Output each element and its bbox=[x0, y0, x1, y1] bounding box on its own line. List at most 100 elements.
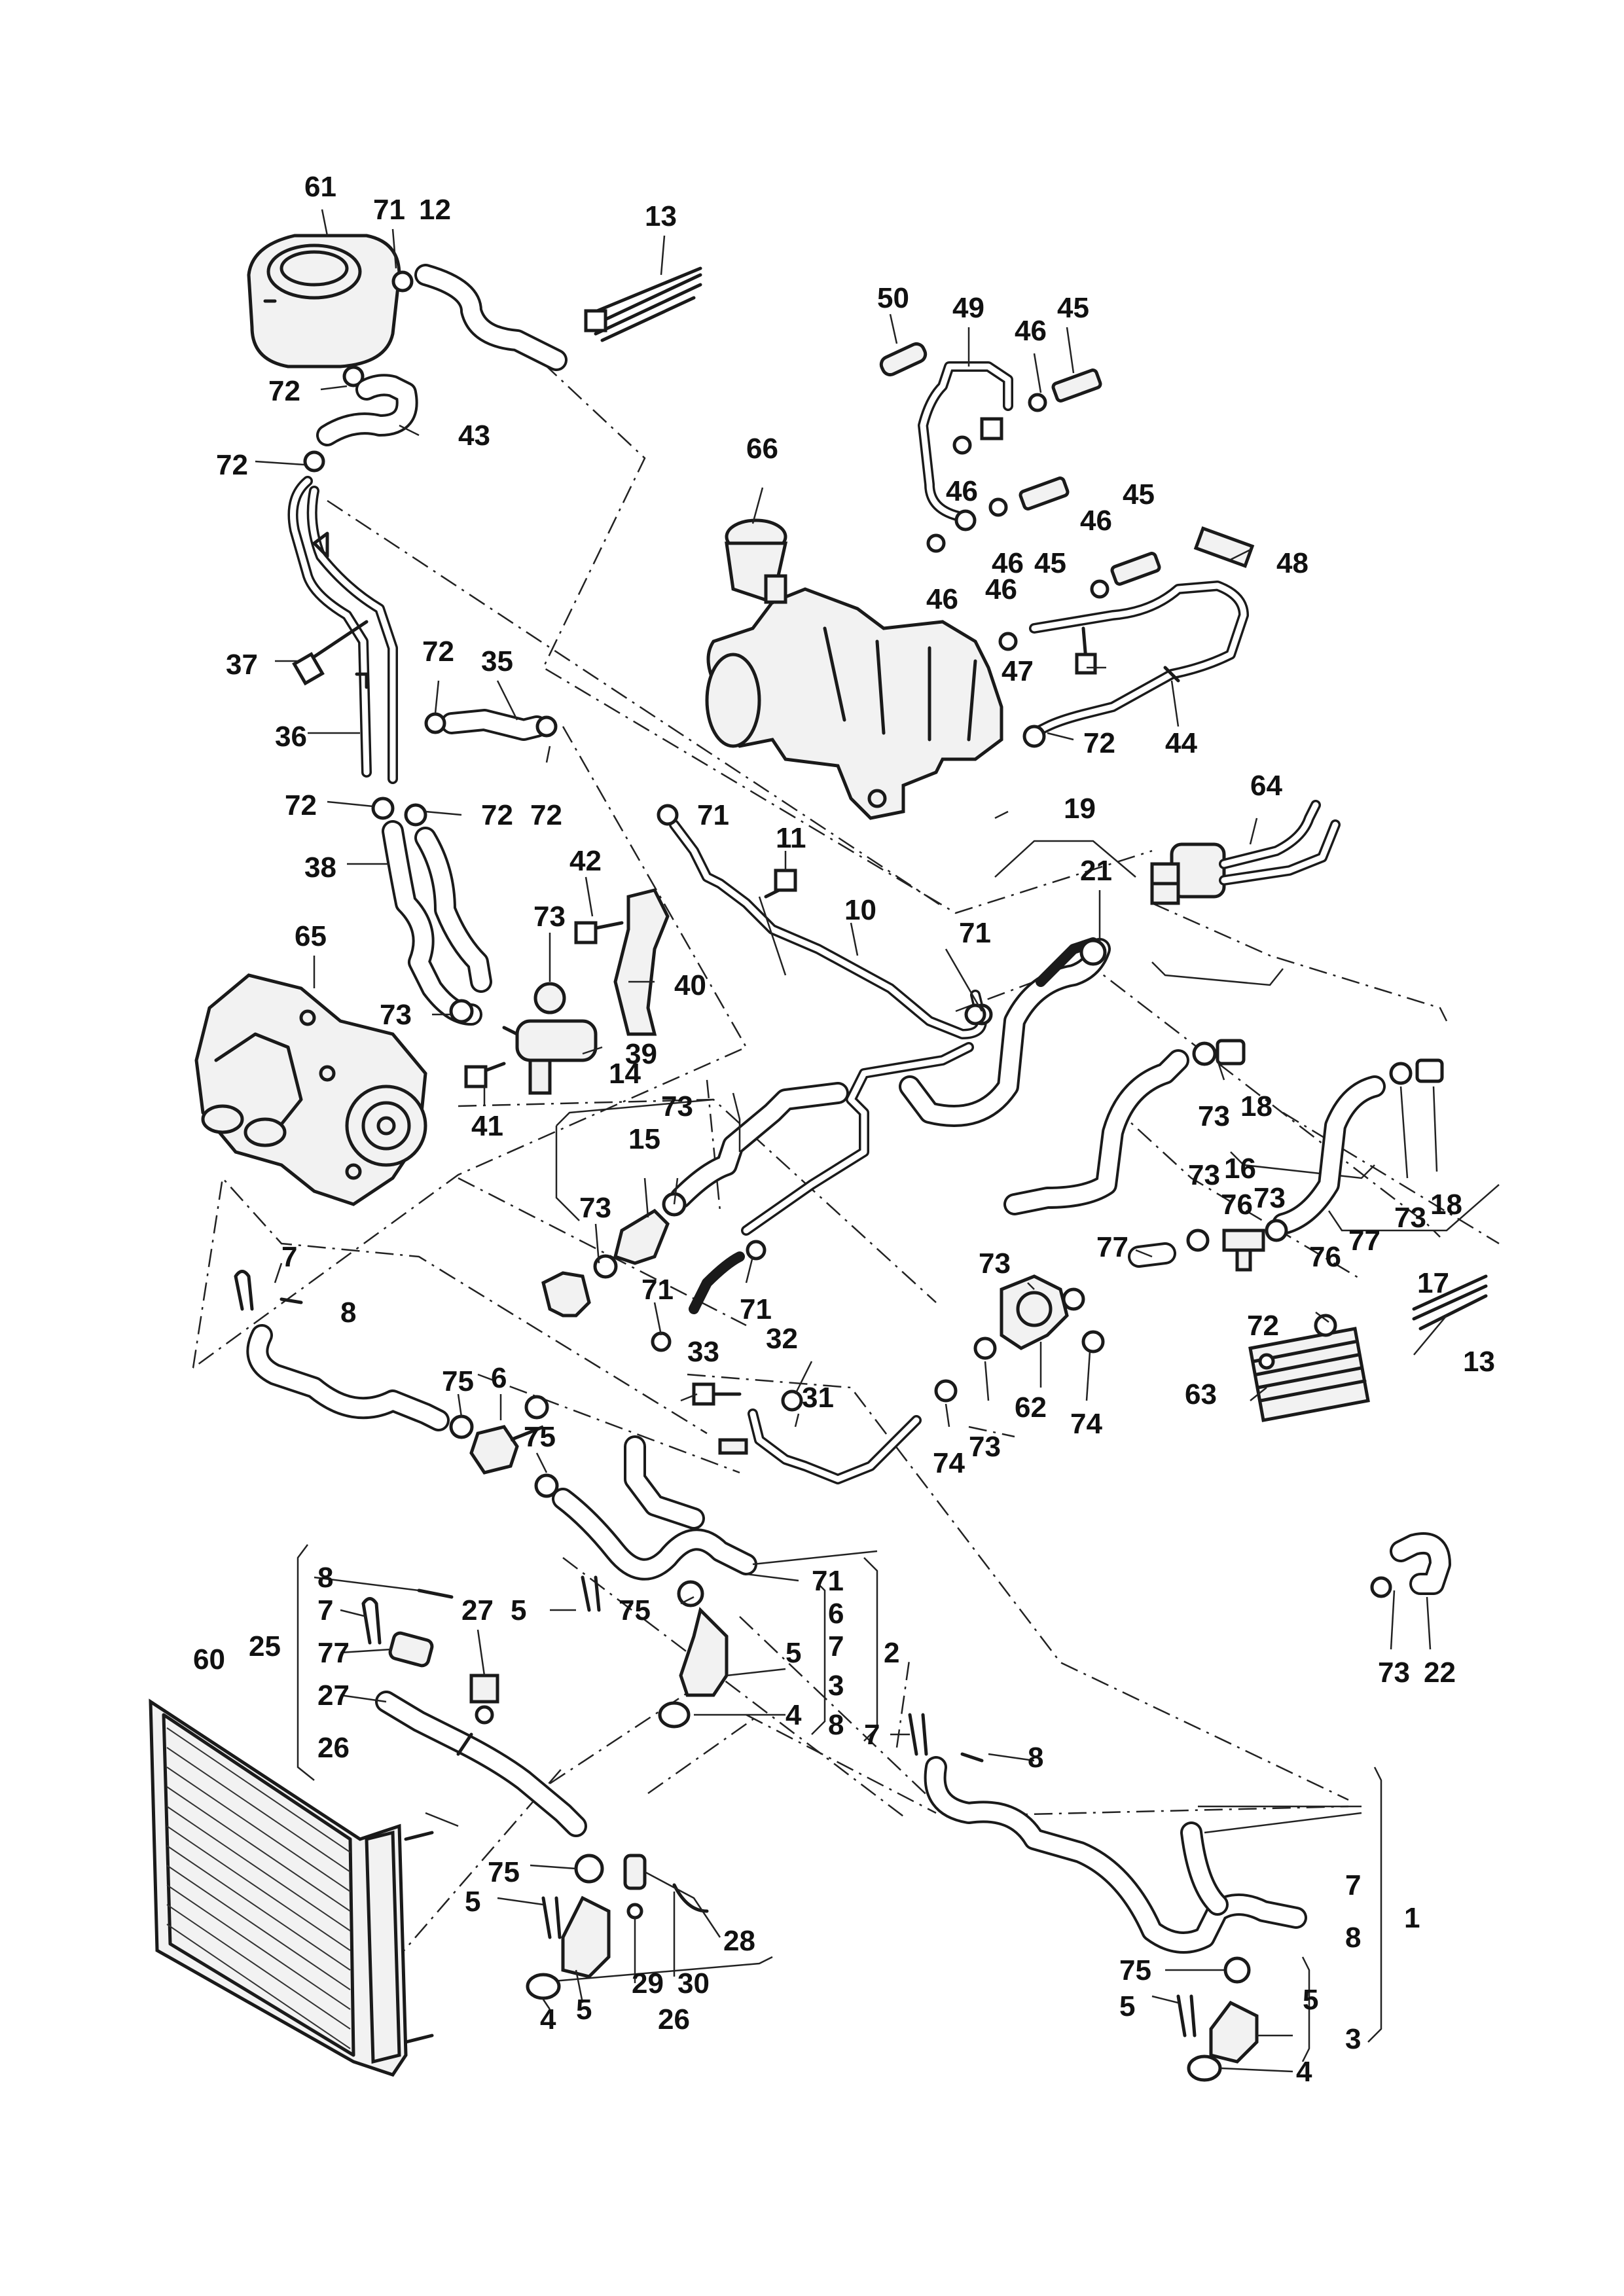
label-18: 18 bbox=[1240, 1090, 1272, 1122]
hose-1 bbox=[908, 1713, 1307, 1954]
washers-46 bbox=[926, 393, 1110, 651]
bolt-41 bbox=[464, 1062, 506, 1088]
label-77: 77 bbox=[1348, 1225, 1380, 1257]
label-49: 49 bbox=[952, 292, 984, 324]
label-43: 43 bbox=[458, 420, 490, 452]
label-72: 72 bbox=[1247, 1310, 1279, 1342]
label-6: 6 bbox=[828, 1598, 844, 1630]
hose-18-upper bbox=[1003, 1039, 1246, 1215]
oil-cooler-63 bbox=[1248, 1314, 1370, 1422]
label-7: 7 bbox=[317, 1594, 333, 1626]
hose-22 bbox=[1370, 1532, 1451, 1598]
label-8: 8 bbox=[1345, 1922, 1361, 1954]
label-46: 46 bbox=[985, 573, 1017, 605]
label-74: 74 bbox=[933, 1447, 965, 1479]
label-72: 72 bbox=[285, 789, 317, 821]
label-8: 8 bbox=[317, 1562, 333, 1594]
label-42: 42 bbox=[569, 845, 602, 877]
label-29: 29 bbox=[632, 1967, 664, 2000]
label-14: 14 bbox=[609, 1058, 641, 1090]
label-46: 46 bbox=[992, 547, 1024, 579]
hose-8-upper bbox=[246, 1324, 450, 1431]
label-32: 32 bbox=[766, 1323, 798, 1355]
pipes-36 bbox=[287, 476, 398, 784]
label-39: 39 bbox=[625, 1038, 657, 1070]
label-17: 17 bbox=[1417, 1267, 1449, 1299]
label-46: 46 bbox=[946, 475, 978, 507]
label-72: 72 bbox=[216, 449, 248, 481]
label-8: 8 bbox=[828, 1709, 844, 1741]
label-37: 37 bbox=[226, 649, 258, 681]
label-71: 71 bbox=[740, 1293, 772, 1325]
label-5: 5 bbox=[576, 1994, 592, 2026]
housing-62 bbox=[973, 1274, 1105, 1360]
label-11: 11 bbox=[776, 822, 806, 854]
bolt-47 bbox=[1075, 626, 1097, 675]
label-72: 72 bbox=[530, 799, 562, 831]
bracket-48 bbox=[1193, 526, 1255, 568]
fitting-1-lower bbox=[1176, 1956, 1259, 2082]
label-47: 47 bbox=[1001, 655, 1034, 687]
sleeve-50 bbox=[879, 342, 928, 377]
label-10: 10 bbox=[844, 894, 876, 926]
label-48: 48 bbox=[1276, 547, 1308, 579]
hose-77 bbox=[1128, 1242, 1176, 1268]
label-73: 73 bbox=[1198, 1100, 1230, 1132]
label-40: 40 bbox=[674, 969, 706, 1001]
label-76: 76 bbox=[1221, 1189, 1253, 1221]
label-4: 4 bbox=[1296, 2056, 1312, 2088]
label-75: 75 bbox=[524, 1421, 556, 1453]
cable-ties-13 bbox=[584, 266, 702, 342]
pipe-31 bbox=[718, 1379, 958, 1484]
clip-7-upper bbox=[234, 1270, 303, 1311]
hose-43 bbox=[303, 374, 418, 473]
label-66: 66 bbox=[746, 433, 778, 465]
label-19: 19 bbox=[1064, 793, 1096, 825]
label-75: 75 bbox=[1119, 1954, 1151, 1986]
label-45: 45 bbox=[1034, 547, 1066, 579]
label-63: 63 bbox=[1185, 1378, 1217, 1410]
label-15: 15 bbox=[628, 1123, 660, 1155]
label-64: 64 bbox=[1250, 770, 1282, 802]
hose-14 bbox=[662, 1082, 849, 1217]
hose-38 bbox=[382, 820, 492, 1026]
hose-26-upper bbox=[375, 1691, 587, 1837]
label-45: 45 bbox=[1123, 478, 1155, 511]
label-73: 73 bbox=[1188, 1159, 1220, 1191]
label-61: 61 bbox=[304, 171, 336, 203]
label-22: 22 bbox=[1424, 1657, 1456, 1689]
label-4: 4 bbox=[540, 2003, 556, 2036]
label-38: 38 bbox=[304, 852, 336, 884]
group-dash-lines bbox=[192, 363, 1500, 1964]
label-72: 72 bbox=[481, 799, 513, 831]
hose-12 bbox=[414, 264, 568, 371]
expansion-tank bbox=[247, 234, 414, 387]
label-5: 5 bbox=[511, 1594, 526, 1626]
turbocharger-66 bbox=[705, 518, 1003, 820]
label-46: 46 bbox=[1015, 315, 1047, 347]
label-41: 41 bbox=[471, 1110, 503, 1142]
label-73: 73 bbox=[579, 1192, 611, 1224]
label-73: 73 bbox=[1394, 1202, 1426, 1234]
label-7: 7 bbox=[828, 1630, 844, 1662]
label-73: 73 bbox=[661, 1090, 693, 1122]
label-13: 13 bbox=[645, 200, 677, 232]
label-4: 4 bbox=[785, 1699, 802, 1731]
bolt-33 bbox=[692, 1382, 742, 1406]
label-18: 18 bbox=[1430, 1189, 1462, 1221]
label-71: 71 bbox=[373, 194, 405, 226]
hose-35 bbox=[424, 709, 558, 741]
tie-17 bbox=[1412, 1274, 1488, 1331]
label-72: 72 bbox=[268, 375, 300, 407]
label-60: 60 bbox=[193, 1643, 225, 1676]
pipe-10 bbox=[657, 804, 987, 1039]
label-6: 6 bbox=[491, 1362, 507, 1394]
label-33: 33 bbox=[687, 1336, 719, 1368]
label-72: 72 bbox=[422, 636, 454, 668]
tee-76 bbox=[1186, 1219, 1288, 1272]
fitting-15 bbox=[541, 1208, 670, 1318]
label-5: 5 bbox=[785, 1637, 801, 1669]
label-65: 65 bbox=[295, 920, 327, 952]
label-73: 73 bbox=[969, 1431, 1001, 1463]
label-46: 46 bbox=[926, 583, 958, 615]
